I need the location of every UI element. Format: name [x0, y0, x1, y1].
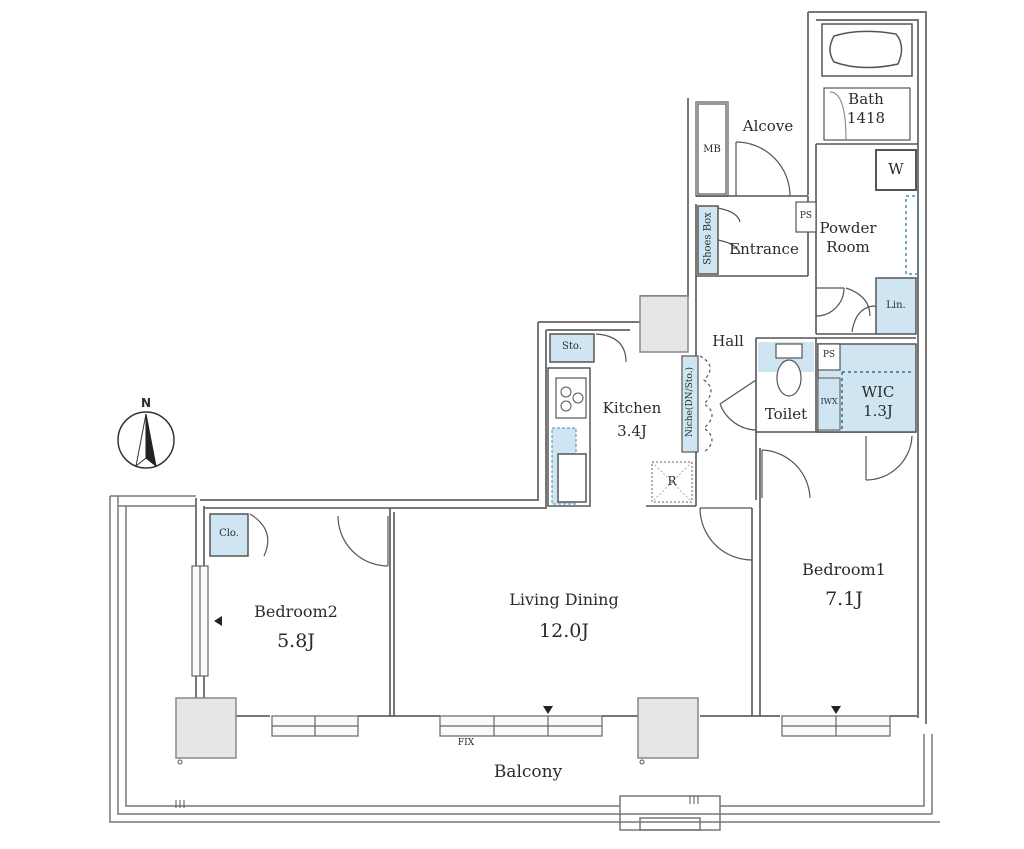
column-kitchen: [639, 295, 689, 353]
entrance-label: Entrance: [729, 240, 799, 258]
compass-label: N: [140, 396, 152, 410]
kitchen-counter: [547, 367, 591, 507]
niche-storage: [681, 355, 699, 453]
kitchen-label: Kitchen: [602, 399, 662, 417]
interior-walls: [204, 143, 918, 716]
mb-label: MB: [703, 144, 721, 155]
meter-box: [697, 103, 727, 195]
living-dining-label: Living Dining: [509, 590, 619, 609]
washer-label: W: [888, 160, 904, 178]
closet-bedroom2: [209, 513, 249, 557]
fix-label: FIX: [457, 738, 475, 748]
vanity: [905, 195, 919, 275]
window-marker-bedroom1: [831, 706, 841, 714]
ps-mid-label: PS: [822, 350, 836, 360]
window-marker-living: [543, 706, 553, 714]
ps-top-label: PS: [799, 211, 813, 221]
doors: [249, 141, 913, 567]
hall-label: Hall: [712, 332, 744, 350]
kitchen-area: 3.4J: [617, 422, 647, 440]
wic-area: 1.3J: [863, 402, 893, 420]
bedroom2-area: 5.8J: [277, 630, 315, 652]
bath-label: Bath: [848, 90, 884, 108]
sto-label: Sto.: [562, 341, 582, 352]
lin-label: Lin.: [886, 300, 906, 311]
balcony-drains: [175, 759, 699, 808]
bedroom2-label: Bedroom2: [254, 602, 338, 621]
toilet-fixture: [775, 343, 803, 397]
bath-area: 1418: [846, 109, 886, 127]
powder-room-label: Powder Room: [819, 219, 877, 256]
bedroom1-area: 7.1J: [825, 588, 863, 610]
exterior-walls: [195, 11, 927, 724]
bedroom1-label: Bedroom1: [802, 560, 886, 579]
wic-label: WIC: [861, 383, 895, 401]
column-center: [637, 697, 699, 759]
pipe-space-top: [795, 201, 817, 233]
balcony-windows: [191, 565, 891, 737]
refrigerator-label: R: [667, 474, 677, 488]
window-marker-bedroom2: [214, 616, 222, 626]
balcony-label: Balcony: [493, 762, 563, 782]
storage-closet: [549, 333, 595, 363]
balcony-outline: [109, 495, 940, 831]
bathtub: [821, 23, 913, 141]
alcove-label: Alcove: [742, 117, 794, 135]
shoes-box-label: Shoes Box: [702, 212, 714, 265]
column-left: [175, 697, 237, 759]
iwx-label: IWX: [820, 397, 838, 406]
pipe-space-mid-over: [817, 343, 841, 371]
niche-label: Niche(DN/Sto.): [685, 367, 695, 437]
clo-label: Clo.: [219, 528, 239, 539]
washer: [875, 149, 917, 191]
iwx-box: [817, 377, 841, 431]
toilet-label: Toilet: [764, 405, 808, 423]
compass: [117, 411, 175, 469]
living-dining-area: 12.0J: [539, 620, 589, 642]
